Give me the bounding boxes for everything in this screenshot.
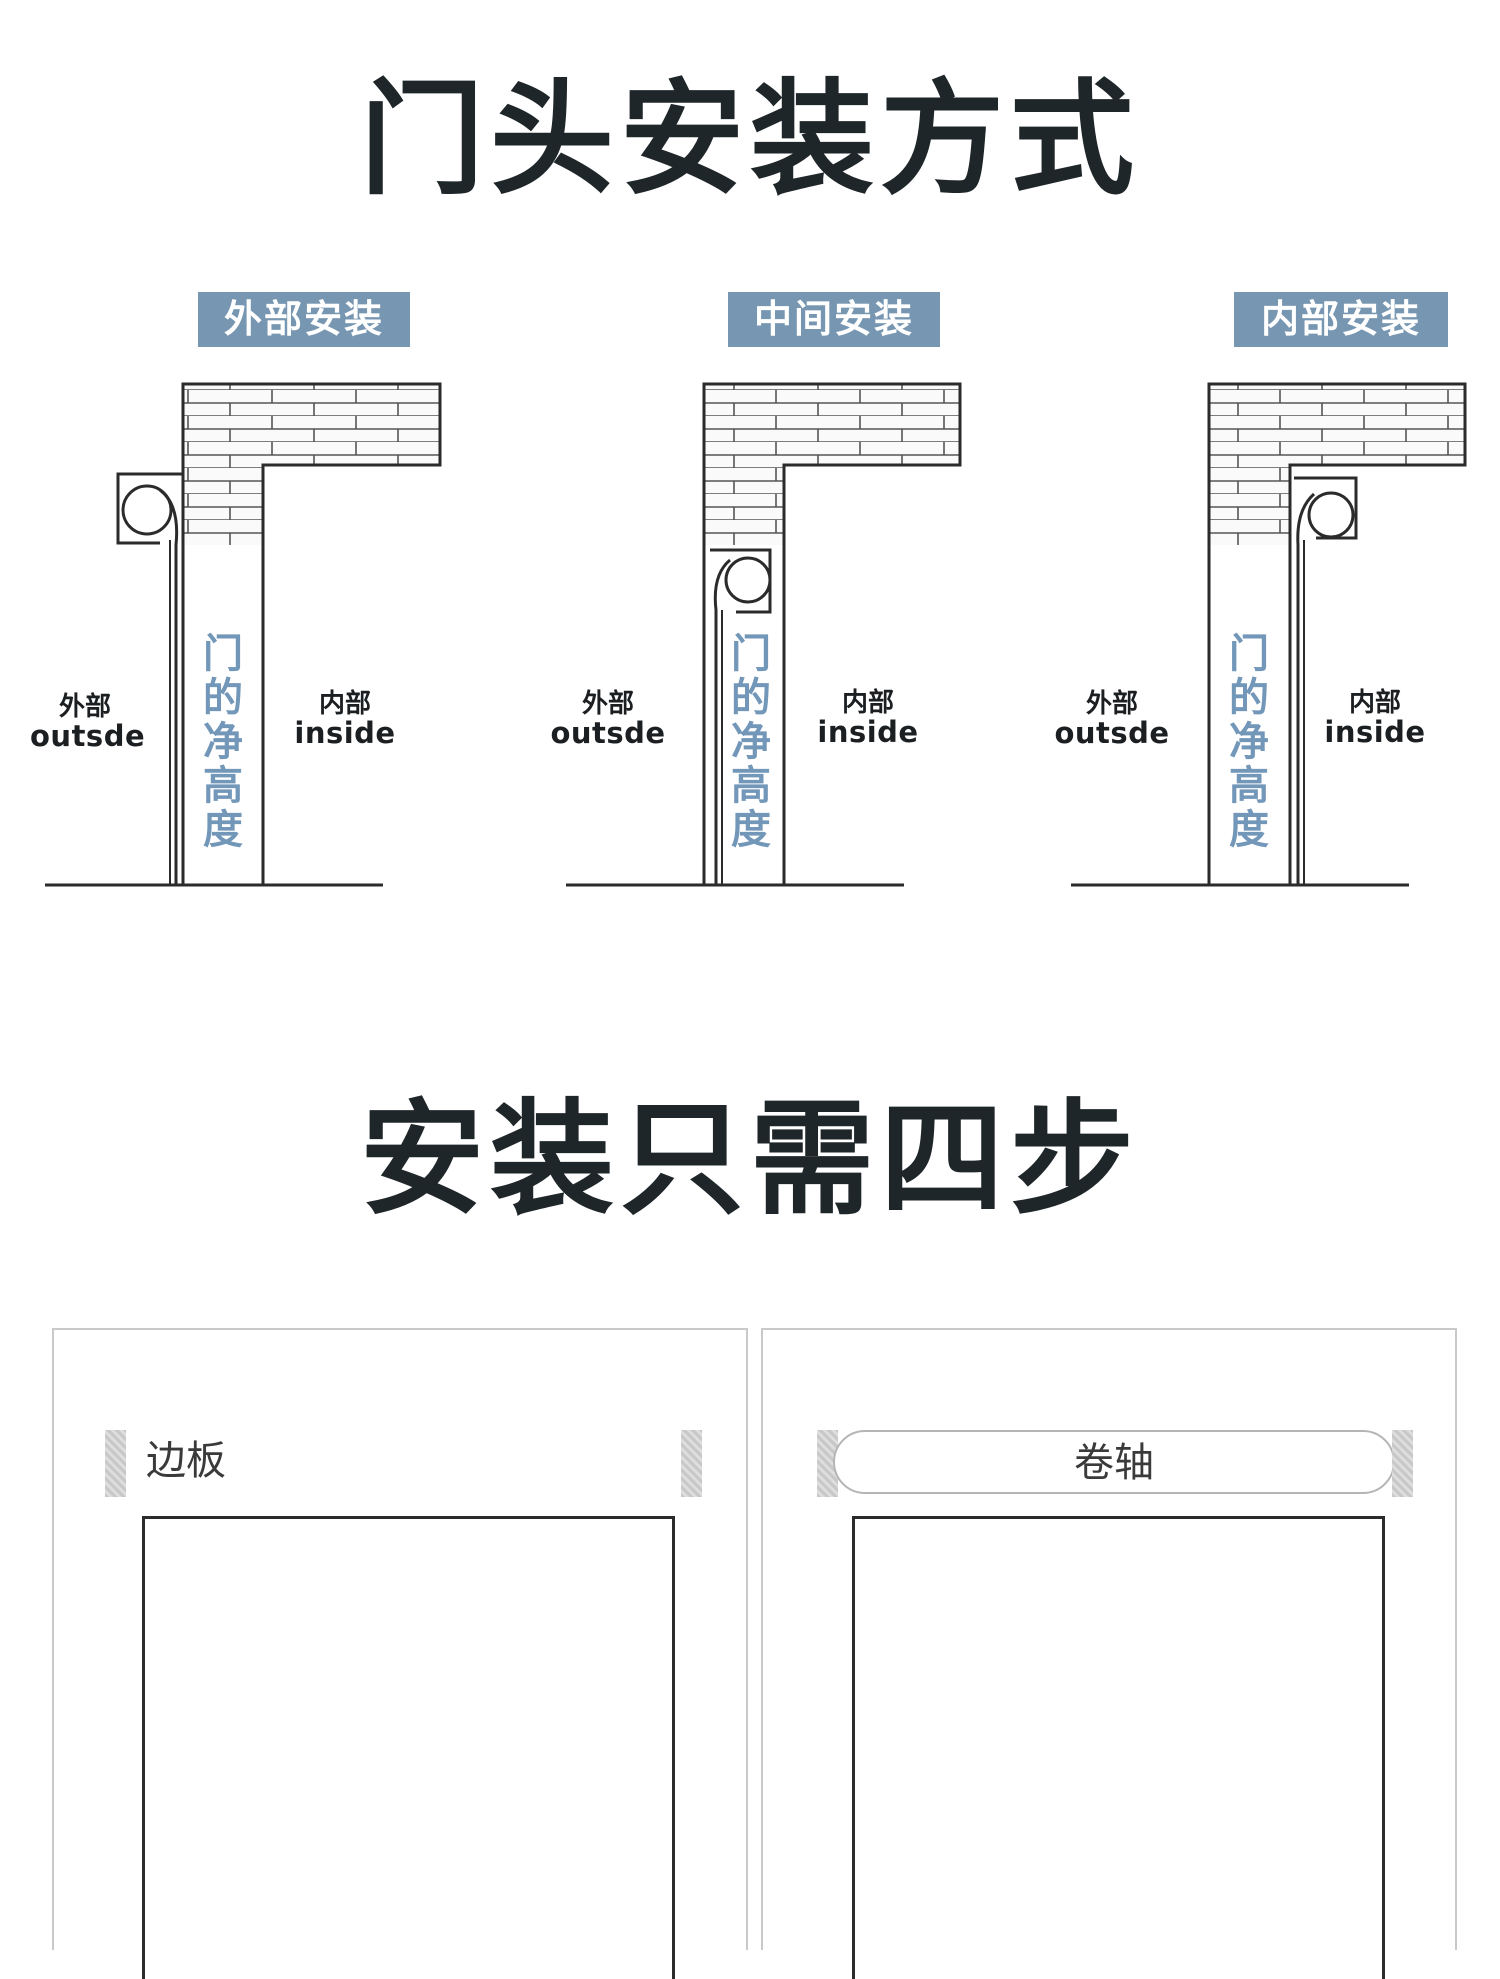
diagram-inside-mount: 内部安装 门 的 净 高 度 外部 outsde 内部 inside: [1020, 280, 1500, 900]
clear-height-label: 门 的 净 高 度: [731, 631, 771, 853]
outside-label: 外部 outsde: [30, 692, 146, 753]
tag-outside-mount: 外部安装: [198, 292, 410, 347]
wall-section-drawing: [45, 382, 442, 887]
roller-shaft-pill: 卷轴: [833, 1430, 1395, 1494]
tag-inside-mount: 内部安装: [1234, 292, 1448, 347]
tag-middle-mount: 中间安装: [728, 292, 940, 347]
bracket-left: [817, 1430, 838, 1497]
clear-height-label: 门 的 净 高 度: [203, 631, 243, 853]
wall-section-drawing: [566, 382, 962, 887]
inside-label: 内部 inside: [817, 688, 919, 749]
bracket-right: [681, 1430, 702, 1497]
panel-outline: [852, 1516, 1385, 1979]
card-label-side-panel: 边板: [146, 1438, 226, 1484]
bracket-left: [105, 1430, 126, 1497]
step-card-side-panel: 边板: [52, 1328, 748, 1979]
panel-outline: [142, 1516, 675, 1979]
step-card-roller-shaft: 卷轴: [761, 1328, 1457, 1979]
inside-label: 内部 inside: [1324, 688, 1426, 749]
bracket-right: [1392, 1430, 1413, 1497]
page-title-installation-methods: 门头安装方式: [359, 68, 1140, 212]
inside-label: 内部 inside: [294, 689, 396, 750]
diagram-outside-mount: 外部安装 门 的 净 高 度 外部 outsde: [0, 280, 480, 900]
wall-section-drawing: [1071, 382, 1467, 887]
diagram-middle-mount: 中间安装 门 的 净 高 度 外部 outsde 内部 inside: [520, 280, 1000, 900]
section-title-four-steps: 安装只需四步: [359, 1088, 1140, 1232]
outside-label: 外部 outsde: [1054, 689, 1170, 750]
clear-height-label: 门 的 净 高 度: [1229, 631, 1269, 853]
outside-label: 外部 outsde: [550, 689, 666, 750]
